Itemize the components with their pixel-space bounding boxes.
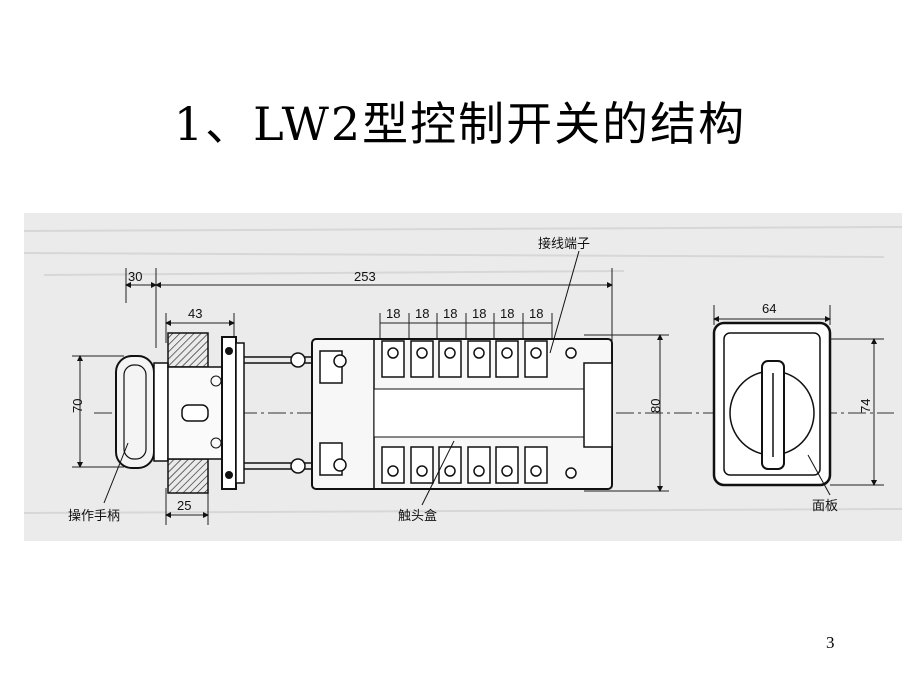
slide-title: 1、LW2型控制开关的结构: [173, 97, 747, 151]
diagram-svg: 30 253 43 18 18 18 18 18: [24, 226, 902, 525]
label-contact-box: 触头盒: [398, 508, 437, 523]
dim-18-label-2: 18: [415, 306, 429, 321]
dim-18-label-6: 18: [529, 306, 543, 321]
contact-terminals-lower: [381, 446, 548, 484]
switch-structure-diagram: 30 253 43 18 18 18 18 18: [24, 213, 902, 541]
dimension-74: 74: [830, 338, 884, 486]
contact-terminals-upper: [381, 340, 548, 378]
dim-80-label: 80: [648, 399, 663, 413]
dim-18-label-4: 18: [472, 306, 486, 321]
page-number: 3: [826, 633, 835, 652]
label-terminal: 接线端子: [538, 236, 590, 251]
dim-43-label: 43: [188, 306, 202, 321]
dim-18-label-3: 18: [443, 306, 457, 321]
dim-18-label-5: 18: [500, 306, 514, 321]
hatched-support: [167, 332, 223, 494]
dim-25-label: 25: [177, 498, 191, 513]
operating-handle: [115, 355, 169, 469]
leader-terminal: [549, 250, 580, 354]
tie-rods: [244, 352, 314, 474]
leader-contact-box: [421, 440, 455, 506]
label-panel: 面板: [812, 498, 838, 513]
dim-30-label: 30: [128, 269, 142, 284]
dimension-70: 70: [70, 355, 124, 468]
label-handle: 操作手柄: [68, 508, 120, 523]
dimension-64: 64: [713, 301, 831, 325]
dim-64-label: 64: [762, 301, 776, 316]
dimension-18-group: [379, 313, 553, 341]
dim-74-label: 74: [858, 399, 873, 413]
mounting-flange: [221, 336, 245, 490]
leader-panel: [807, 454, 831, 496]
dim-18-label-1: 18: [386, 306, 400, 321]
dimension-25: 25: [165, 488, 209, 525]
front-panel-view: [712, 321, 832, 487]
leader-handle: [103, 442, 129, 504]
dimension-80: 80: [584, 334, 669, 492]
dim-253-label: 253: [354, 269, 376, 284]
contact-box-body: [311, 338, 613, 490]
dim-70-label: 70: [70, 399, 85, 413]
dimension-30: 30: [125, 268, 157, 348]
